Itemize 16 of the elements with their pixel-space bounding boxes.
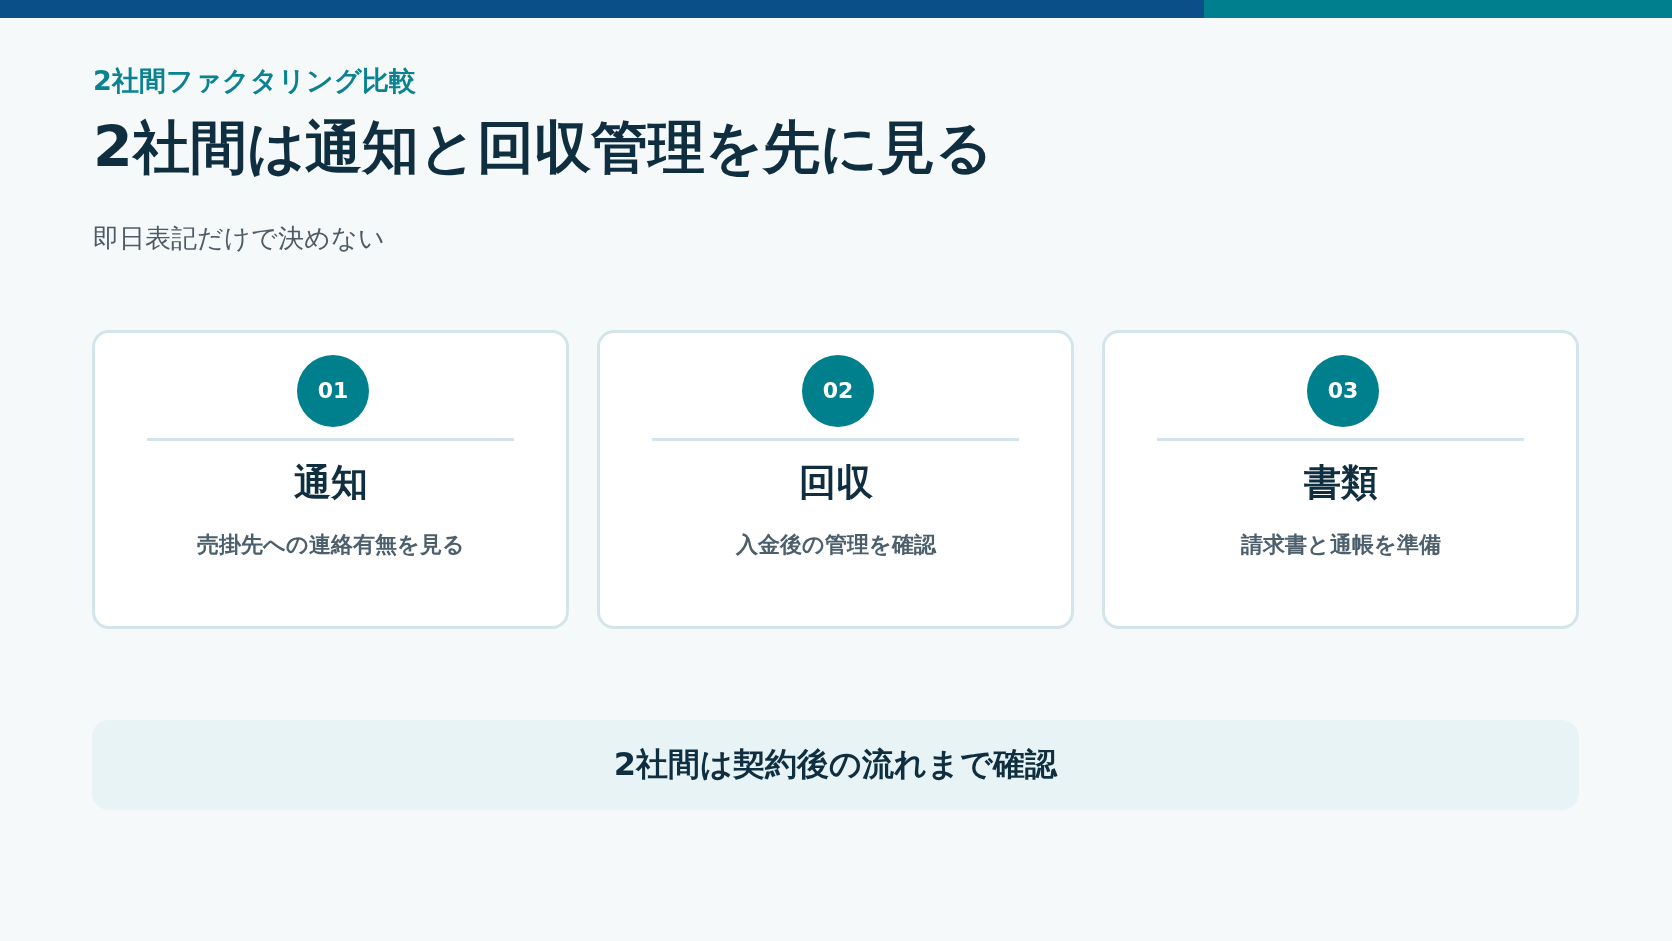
- card-heading: 回収: [798, 461, 873, 506]
- step-card: [1102, 330, 1579, 629]
- card-heading: 通知: [293, 461, 368, 506]
- card-description: 請求書と通帳を準備: [1240, 532, 1441, 559]
- eyebrow-heading: 2社間ファクタリング比較: [93, 65, 416, 98]
- card-heading: 書類: [1303, 461, 1378, 506]
- step-number-circle: 02: [802, 355, 874, 427]
- step-card: [597, 330, 1074, 629]
- step-number-circle: 03: [1307, 355, 1379, 427]
- card-description: 売掛先への連絡有無を見る: [196, 532, 465, 559]
- page-title: 2社間は通知と回収管理を先に見る: [93, 113, 993, 182]
- card-description: 入金後の管理を確認: [735, 532, 936, 559]
- summary-banner: 2社間は契約後の流れまで確認: [92, 720, 1579, 810]
- subtitle: 即日表記だけで決めない: [93, 223, 385, 255]
- step-number-circle: 01: [297, 355, 369, 427]
- step-card: [92, 330, 569, 629]
